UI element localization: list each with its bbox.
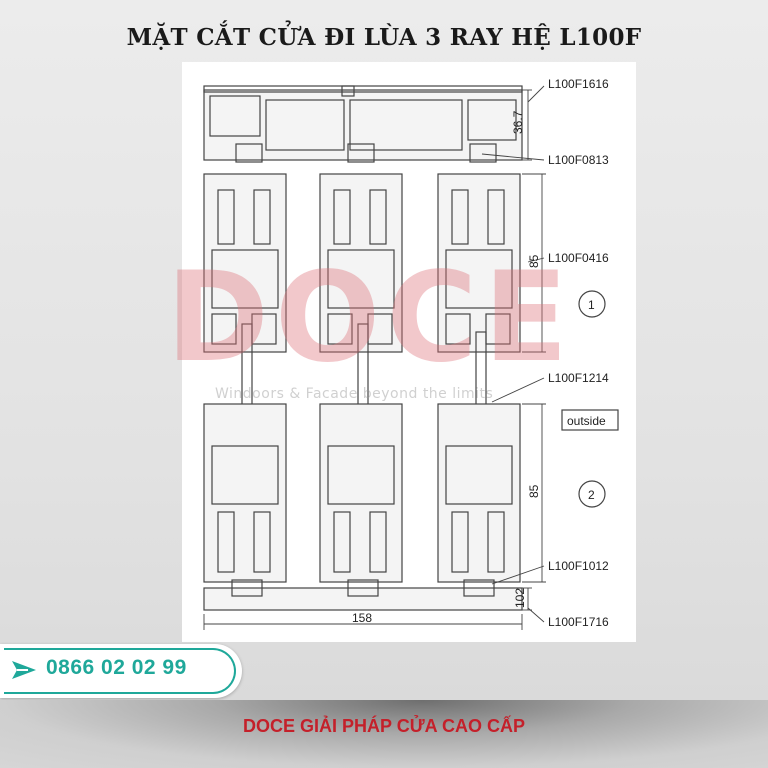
phone-number[interactable]: 0866 02 02 99	[46, 656, 187, 679]
marker-circle-1	[578, 290, 606, 318]
marker-1: 1	[588, 298, 595, 312]
send-arrow-icon	[12, 661, 36, 679]
phone-badge[interactable]: 0866 02 02 99	[0, 644, 242, 698]
marker-circle-2	[578, 480, 606, 508]
footer-slogan: DOCE GIẢI PHÁP CỬA CAO CẤP	[243, 716, 525, 736]
outside-label: outside	[567, 414, 606, 428]
bottom-frame-profile	[203, 579, 523, 611]
label-l100f1214: L100F1214	[548, 371, 609, 385]
label-l100f0813: L100F0813	[548, 153, 609, 167]
svg-text:DOCE: DOCE	[166, 262, 574, 372]
dim-sash-1: 85	[527, 254, 541, 268]
dim-bottom: 102	[513, 588, 527, 608]
watermark-tagline: Windoors & Facade beyond the limits	[215, 386, 494, 402]
dimension-lines	[203, 85, 546, 630]
label-l100f0416: L100F0416	[548, 251, 609, 265]
footer-band	[0, 700, 768, 768]
sash-row-1	[203, 173, 521, 353]
dim-top: 36.7	[511, 110, 525, 134]
outside-box	[561, 409, 619, 431]
doce-watermark-logo: DOCE	[166, 262, 574, 372]
dim-sash-2: 85	[527, 484, 541, 498]
top-frame-profile	[203, 85, 523, 163]
dim-width: 158	[352, 611, 372, 625]
phone-badge-border	[4, 648, 236, 694]
page-title: MẶT CẮT CỬA ĐI LÙA 3 RAY HỆ L100F	[126, 24, 642, 51]
sash-row-2	[203, 403, 521, 583]
marker-2: 2	[588, 488, 595, 502]
label-l100f1616: L100F1616	[548, 77, 609, 91]
section-drawing: L100F1616 L100F0813 L100F0416 L100F1214 …	[182, 62, 636, 642]
profile-drawing: L100F1616 L100F0813 L100F0416 L100F1214 …	[203, 77, 619, 630]
label-l100f1012: L100F1012	[548, 559, 609, 573]
label-l100f1716: L100F1716	[548, 615, 609, 629]
